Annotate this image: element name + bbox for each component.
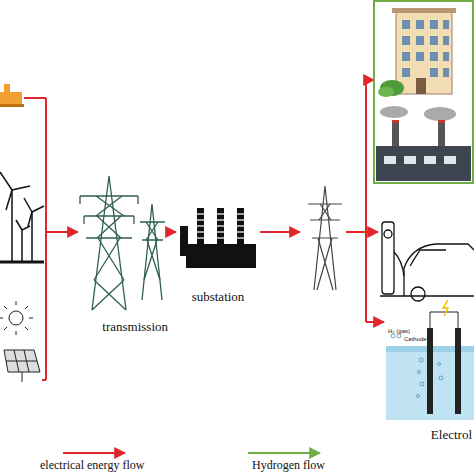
legend-text: Hydrogen flow: [252, 458, 325, 473]
energy-flow-arrow: [172, 231, 176, 233]
part-label: Cathode: [404, 336, 427, 342]
substation-icon: [180, 208, 256, 268]
legend-text: electrical energy flow: [40, 458, 144, 473]
node-label: substation: [192, 290, 245, 304]
energy-flow-line: [260, 231, 300, 233]
wind-turbine-icon: [0, 172, 44, 262]
transmission-tower: [80, 176, 165, 310]
electrolyzer-node: Electrol: [404, 300, 472, 442]
distribution-tower: [308, 186, 342, 290]
power-plant-icon: [0, 84, 24, 107]
transmission-node: transmission: [78, 172, 172, 334]
part-label: H₂ (gas): [388, 328, 410, 334]
ev-charging-icon: [380, 222, 474, 301]
energy-flow-line: [346, 80, 384, 322]
energy-flow-line: [24, 98, 78, 380]
node-label: Electrol: [431, 428, 472, 442]
legend-sample-line: [248, 452, 320, 454]
building-icon: [378, 8, 456, 97]
consumer-group-box: [374, 1, 473, 183]
node-label: transmission: [102, 320, 168, 334]
factory-icon: [376, 106, 471, 181]
legend-sample-line: [63, 452, 125, 454]
electrolyzer-icon: [386, 300, 474, 420]
substation-node: substation: [176, 200, 260, 304]
solar-icon: [0, 301, 40, 382]
